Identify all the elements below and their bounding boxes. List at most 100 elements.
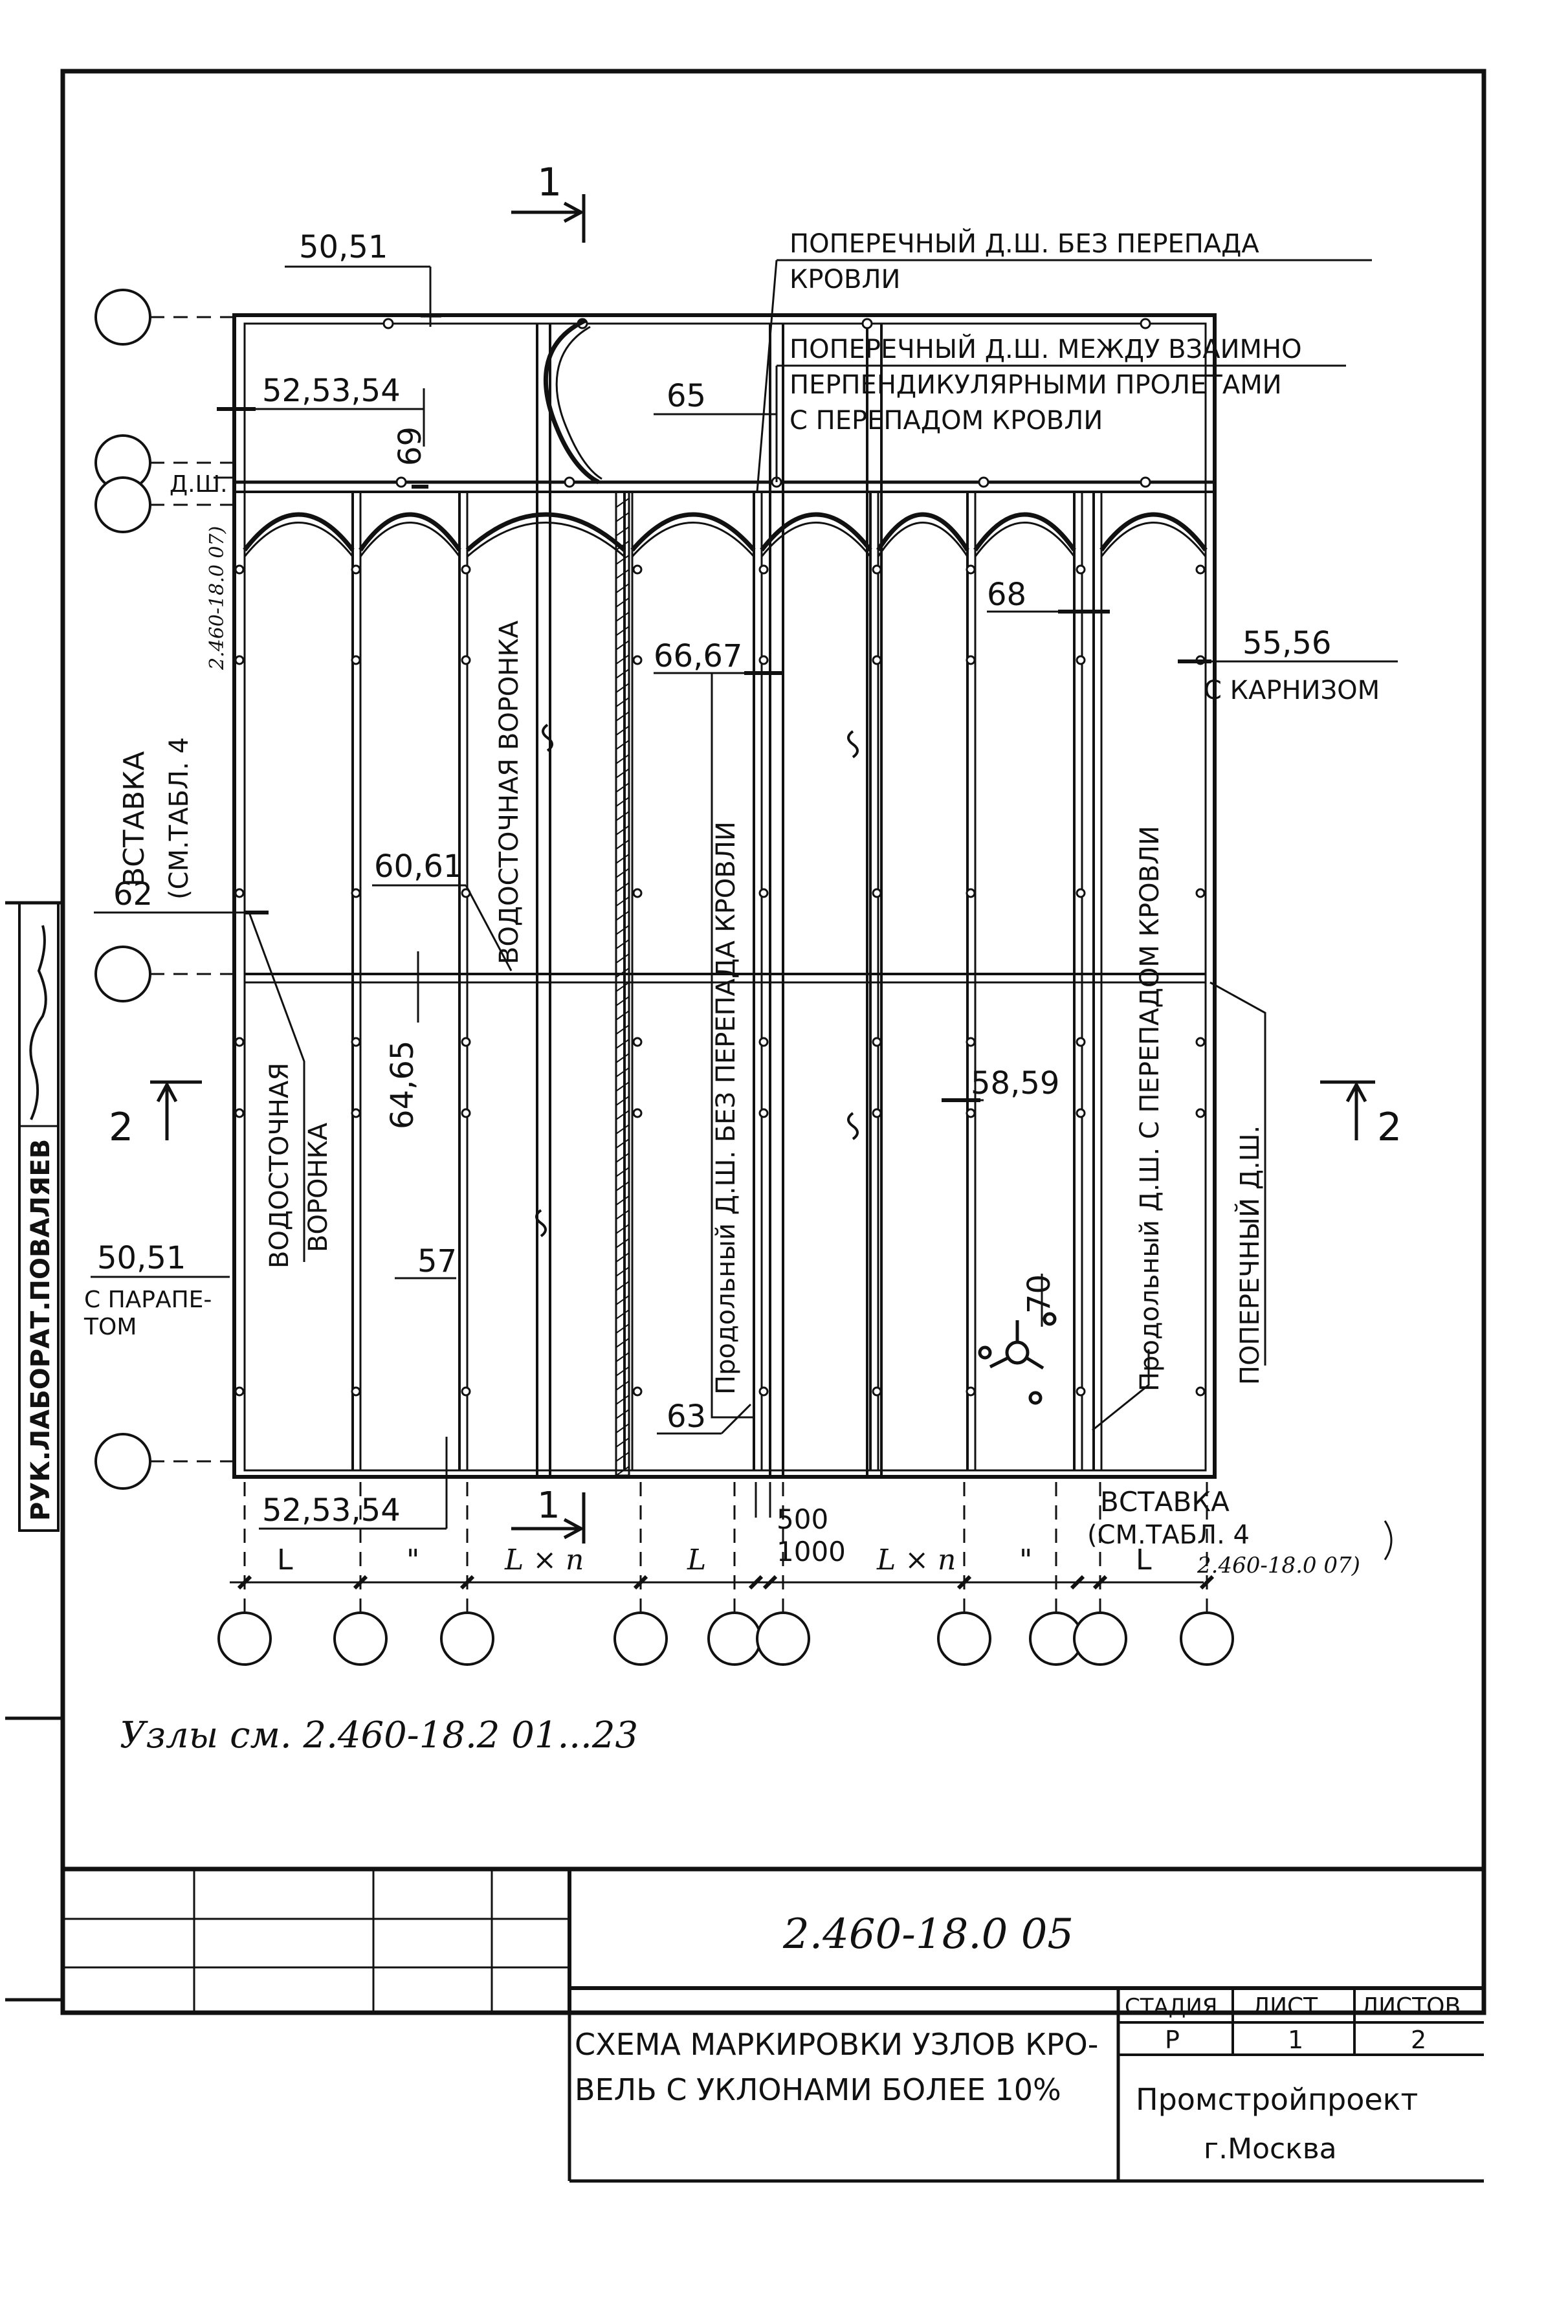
hatch-stroke [615,555,630,565]
note-vodost-voronka-1: ВОДОСТОЧНАЯ [265,1063,294,1268]
label-58-59: 58,59 [971,1065,1059,1101]
hatch-stroke [615,868,630,878]
grid-axes-bottom [217,1482,1234,1666]
section-mark-top-label: 1 [537,160,562,205]
hatch-stroke [615,968,630,978]
fastener [564,476,575,488]
dimension-tick [633,1575,648,1590]
note-top-2-line1: ПОПЕРЕЧНЫЙ Д.Ш. МЕЖДУ ВЗАИМНО [790,333,1302,364]
sheets-header: ЛИСТОВ [1361,1993,1461,2020]
fastener [461,1108,471,1118]
vault-arch-inner [631,522,755,558]
sheets-value: 2 [1411,2026,1426,2054]
hatch-stroke [615,612,630,622]
dimension-tick [353,1575,368,1590]
hatch-stroke [615,1053,630,1063]
signature [29,925,47,1120]
fastener [234,655,245,665]
doc-code: 2.460-18.0 05 [782,1910,1074,1958]
hatch-stroke [615,811,630,821]
hatch-stroke [615,1110,630,1120]
note-top-2-line3: С ПЕРЕПАДОМ КРОВЛИ [790,406,1103,436]
fastener [461,655,471,665]
note-top-1-line1: ПОПЕРЕЧНЫЙ Д.Ш. БЕЗ ПЕРЕПАДА [790,228,1259,259]
fastener [351,1108,361,1118]
hatch-stroke [615,854,630,864]
fastener [1195,1386,1206,1397]
hatch-stroke [615,1181,630,1191]
node-labels: 50,51 52,53,54 69 Д.Ш. 65 68 66,67 55,56… [83,229,1380,1567]
hatch-stroke [615,1124,630,1134]
title-block-text: 2.460-18.0 05 СХЕМА МАРКИРОВКИ УЗЛОВ КРО… [575,1910,1461,2165]
dimension-ticks [237,1575,1215,1590]
note-uzly: Узлы см. 2.460-18.2 01...23 [120,1714,638,1756]
fastener [758,1037,769,1047]
note-vstavka-bottom-1: ВСТАВКА [1100,1486,1230,1518]
label-64-65: 64,65 [384,1041,421,1129]
note-poperechny: ПОПЕРЕЧНЫЙ Д.Ш. [1234,1125,1265,1385]
grid-axis-bubble [756,1611,810,1666]
label-50-51-top: 50,51 [299,229,388,265]
dimension-tick [1092,1575,1108,1590]
upper-arch-inner [555,326,602,480]
fastener [758,655,769,665]
fastener [461,1037,471,1047]
node-70-symbol [978,1312,1057,1405]
grid-axis-bubble [94,1433,151,1490]
hatch-stroke [615,882,630,892]
hatch-stroke [615,498,630,508]
dimension-labels: L " L × n L L × n " L [277,1544,1152,1577]
label-70: 70 [1021,1274,1057,1314]
grid-axis-bubble [1073,1611,1127,1666]
hatch-stroke [615,996,630,1006]
grid-axes-left [94,289,234,1490]
fastener [966,564,976,575]
hatch-stroke [615,1366,630,1377]
grid-axis-bubble [937,1611,991,1666]
fastener [758,1386,769,1397]
label-60-61: 60,61 [374,848,463,885]
grid-axis-bubble [1180,1611,1234,1666]
dimension-tick [956,1575,972,1590]
hatch-stroke [615,1210,630,1220]
grid-axis-bubble [613,1611,668,1666]
doc-title-line2: ВЕЛЬ С УКЛОНАМИ БОЛЕЕ 10% [575,2072,1061,2107]
section-mark-left [150,1080,202,1140]
dim-2: " [406,1544,419,1577]
fastener [758,888,769,898]
vault-arches [243,512,1208,558]
grid-axis-bubble [440,1611,494,1666]
note-vodost-voronka-2: ВОРОНКА [304,1122,333,1252]
dim-7: L [1136,1544,1152,1577]
fastener [872,564,882,575]
label-63: 63 [667,1399,706,1435]
fastener [461,1386,471,1397]
grid-axis-bubble [94,476,151,533]
label-68: 68 [987,577,1026,613]
note-prod-s: Продольный Д.Ш. С ПЕРЕПАДОМ КРОВЛИ [1135,826,1165,1391]
fastener [872,655,882,665]
fastener [1140,318,1151,329]
label-karniz: С КАРНИЗОМ [1204,676,1380,705]
label-dsh: Д.Ш. [170,471,228,498]
hatch-stroke [615,1452,630,1462]
fastener [872,1108,882,1118]
dim-5: L × n [876,1544,956,1577]
fastener [351,1037,361,1047]
dim-1: L [277,1544,293,1577]
section-mark-bottom-label: 1 [537,1485,560,1527]
hatch-stroke [615,953,630,964]
fastener [1195,1108,1206,1118]
hatch-stroke [615,754,630,764]
hatch-stroke [615,683,630,693]
hatch-stroke [615,1437,630,1448]
hatch-stroke [615,1395,630,1405]
fastener [395,476,407,488]
label-500: 500 [777,1503,828,1535]
hatch-stroke [615,1195,630,1206]
note-vstavka-left-1: ВСТАВКА [118,751,151,887]
hatch-stroke [615,725,630,736]
hatch-stroke [615,1138,630,1149]
vault-arch-inner [359,522,461,557]
grid-axis-bubble [333,1611,388,1666]
